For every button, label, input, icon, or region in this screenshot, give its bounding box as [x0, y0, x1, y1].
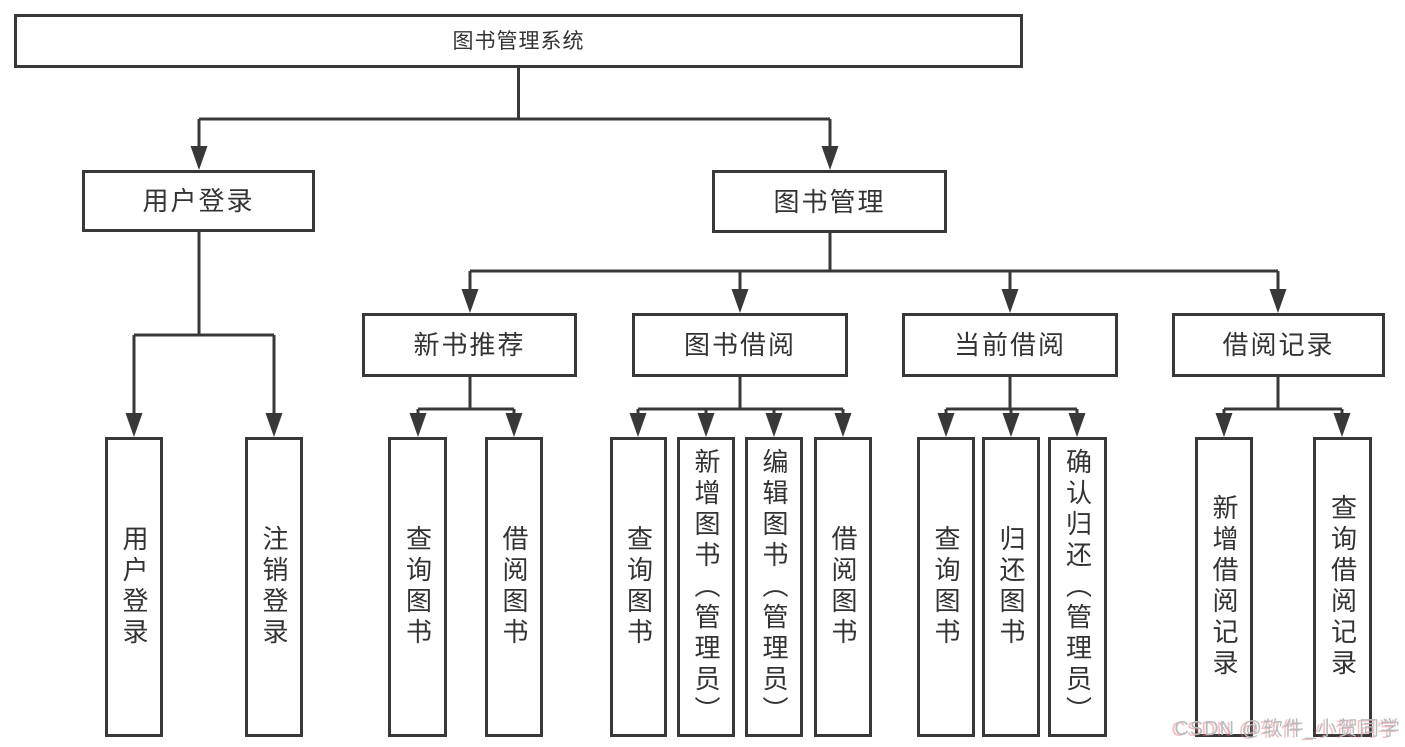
connector-paths: [132, 68, 1344, 433]
leaf-query-books-borrowing: 查询图书: [610, 437, 667, 737]
leaf-query-borrow-record: 查询借阅记录: [1313, 437, 1372, 737]
leaf-label: 归还图书: [996, 525, 1026, 649]
leaf-borrow-books-recommend: 借阅图书: [485, 437, 543, 737]
leaf-return-book: 归还图书: [982, 437, 1040, 737]
node-new-book-recommendation: 新书推荐: [362, 313, 577, 377]
leaf-label: 编辑图书（管理员）: [759, 447, 789, 727]
leaf-query-books-current: 查询图书: [917, 437, 975, 737]
node-label: 图书管理系统: [452, 29, 585, 53]
leaf-add-borrow-record: 新增借阅记录: [1195, 437, 1253, 737]
node-current-borrowing: 当前借阅: [902, 313, 1118, 377]
node-label: 图书借阅: [683, 330, 796, 360]
node-book-management: 图书管理: [712, 170, 947, 233]
leaf-edit-book-admin: 编辑图书（管理员）: [745, 437, 803, 737]
node-label: 新书推荐: [413, 330, 526, 360]
leaf-borrow-books-borrowing: 借阅图书: [814, 437, 872, 737]
leaf-label: 用户登录: [119, 525, 149, 649]
leaf-label: 查询图书: [402, 525, 433, 649]
csdn-watermark: CSDN @软件_小贺同学: [1174, 718, 1401, 740]
node-label: 用户登录: [142, 186, 255, 216]
node-label: 当前借阅: [953, 330, 1066, 360]
leaf-label: 新增图书（管理员）: [691, 447, 721, 727]
node-library-management-system: 图书管理系统: [14, 14, 1023, 68]
leaf-label: 确认归还（管理员）: [1062, 447, 1093, 727]
leaf-label: 注销登录: [259, 525, 289, 649]
leaf-add-book-admin: 新增图书（管理员）: [677, 437, 735, 737]
leaf-label: 借阅图书: [828, 525, 858, 649]
leaf-label: 查询图书: [931, 525, 961, 649]
node-label: 图书管理: [773, 186, 886, 217]
leaf-label: 查询图书: [623, 525, 654, 649]
leaf-label: 新增借阅记录: [1209, 494, 1239, 680]
leaf-user-login: 用户登录: [105, 437, 163, 737]
leaf-confirm-return-admin: 确认归还（管理员）: [1048, 437, 1107, 737]
node-book-borrowing: 图书借阅: [632, 313, 848, 377]
leaf-label: 查询借阅记录: [1327, 494, 1358, 680]
leaf-logout: 注销登录: [245, 437, 303, 737]
leaf-query-books-recommend: 查询图书: [388, 437, 447, 737]
leaf-label: 借阅图书: [499, 525, 529, 649]
node-user-login: 用户登录: [82, 170, 315, 232]
node-label: 借阅记录: [1222, 330, 1335, 360]
node-borrowing-records: 借阅记录: [1172, 313, 1385, 377]
